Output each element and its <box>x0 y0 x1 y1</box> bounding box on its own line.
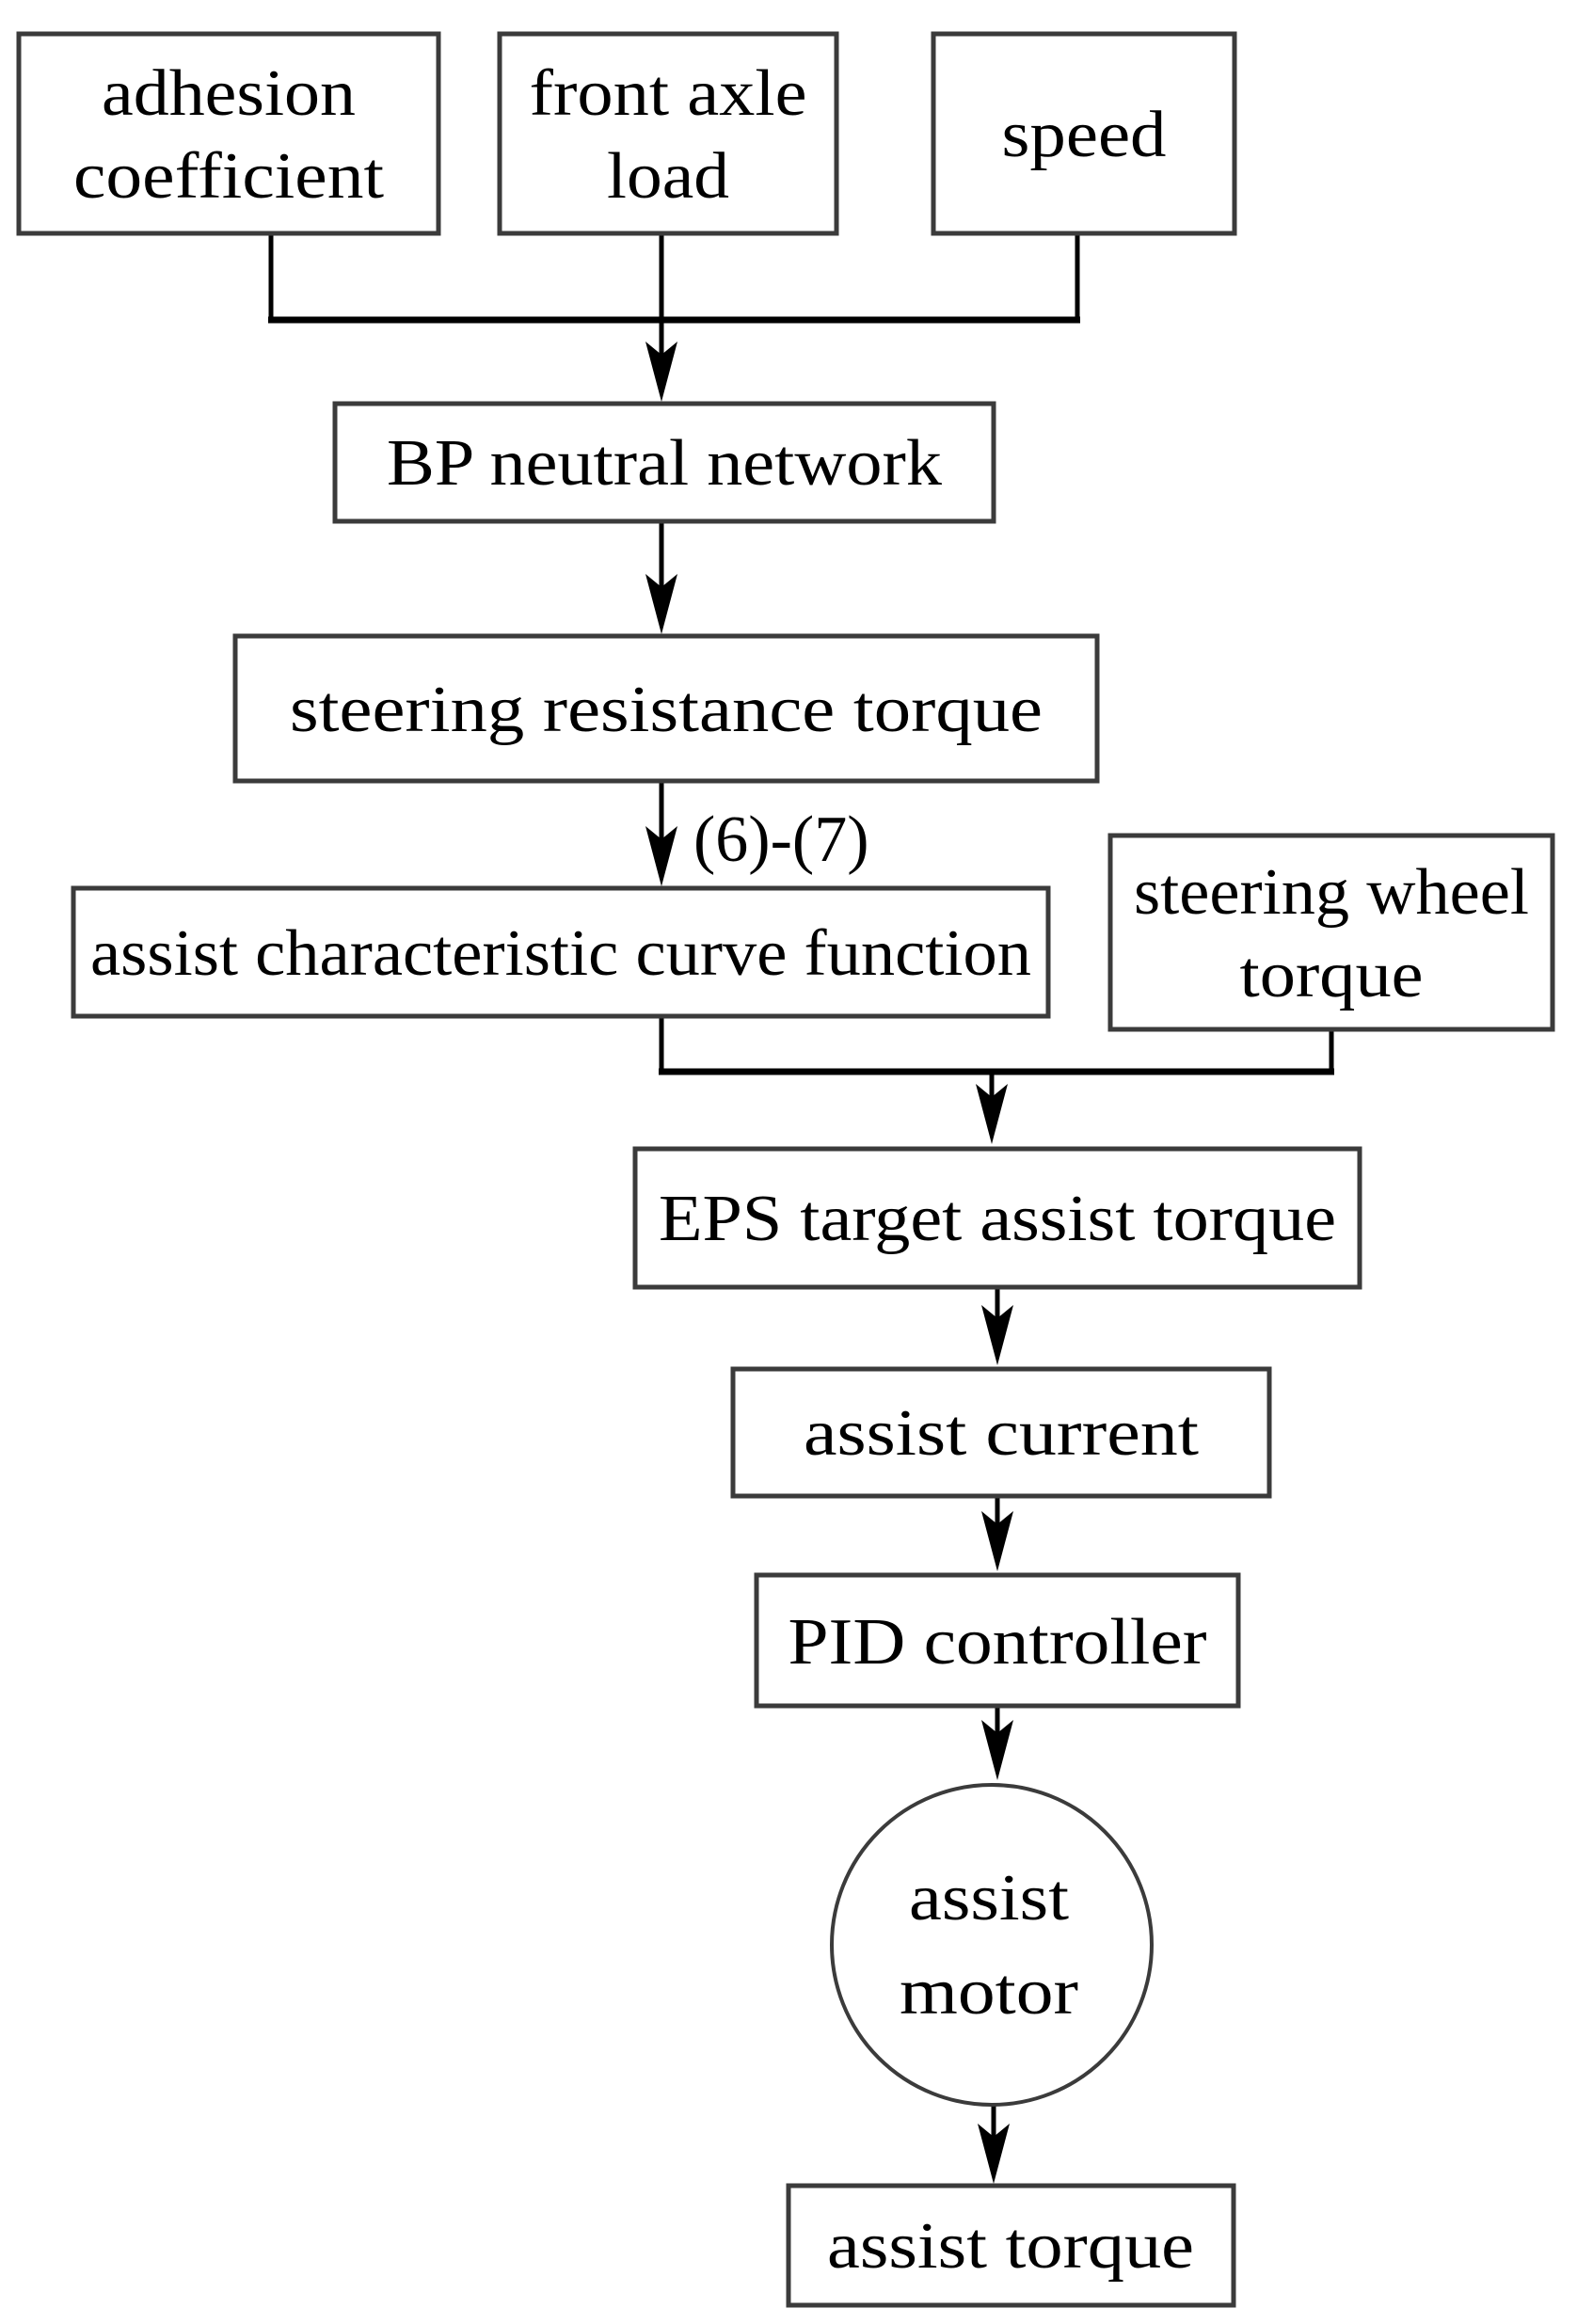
node-assist-torque: assist torque <box>786 2183 1236 2308</box>
node-assist-current-box <box>730 1366 1272 1499</box>
edge-front-axle-to-bp <box>645 233 677 402</box>
node-pid-controller: PID controller <box>754 1572 1241 1709</box>
node-steering-resistance-torque-label: steering resistance torque <box>290 674 1043 746</box>
edge-assist-motor-to-assist-torque <box>978 2105 1010 2184</box>
edge-merge-to-eps <box>976 1072 1008 1144</box>
node-assist-torque-box <box>786 2183 1236 2308</box>
node-assist-motor-circle <box>830 1783 1154 2107</box>
arrowhead-into-pid <box>981 1511 1013 1571</box>
node-assist-torque-label: assist torque <box>827 2210 1194 2283</box>
arrowhead-into-steering-resistance <box>645 574 677 634</box>
node-assist-characteristic-curve-function: assist characteristic curve function <box>71 885 1051 1019</box>
node-speed-box <box>931 31 1237 236</box>
node-bp-neutral-network: BP neutral network <box>332 401 996 524</box>
node-eps-target-assist-torque: EPS target assist torque <box>632 1146 1362 1290</box>
edge-formula-label: (6)-(7) <box>693 804 869 876</box>
node-bp-neutral-network-box <box>332 401 996 524</box>
node-steering-wheel-torque-box <box>1107 833 1555 1032</box>
node-assist-characteristic-curve-function-label: assist characteristic curve function <box>90 917 1031 990</box>
arrowhead-into-assist-motor <box>981 1720 1013 1780</box>
edge-assist-current-to-pid <box>981 1496 1013 1571</box>
node-eps-target-assist-torque-box <box>632 1146 1362 1290</box>
node-speed-label: speed <box>1002 99 1167 171</box>
node-bp-neutral-network-label: BP neutral network <box>387 427 942 500</box>
edge-bp-to-steering-resistance <box>645 523 677 634</box>
edge-eps-to-assist-current <box>981 1287 1013 1365</box>
node-assist-current: assist current <box>730 1366 1272 1499</box>
arrowhead-into-assist-curve <box>645 826 677 886</box>
arrowhead-into-bp <box>645 342 677 402</box>
node-speed: speed <box>931 31 1237 236</box>
edge-pid-to-assist-motor <box>981 1706 1013 1780</box>
arrowhead-into-assist-torque <box>978 2124 1010 2184</box>
node-pid-controller-box <box>754 1572 1241 1709</box>
edge-steering-resistance-to-assist-curve: (6)-(7) <box>645 781 869 886</box>
node-adhesion-coefficient-box <box>16 31 441 236</box>
node-assist-current-label: assist current <box>804 1397 1200 1470</box>
node-steering-resistance-torque: steering resistance torque <box>232 633 1100 784</box>
node-eps-target-assist-torque-label: EPS target assist torque <box>659 1183 1336 1255</box>
node-front-axle-load-box <box>497 31 839 236</box>
node-pid-controller-label: PID controller <box>788 1606 1207 1679</box>
node-steering-resistance-torque-box <box>232 633 1100 784</box>
node-assist-characteristic-curve-function-box <box>71 885 1051 1019</box>
arrowhead-into-assist-current <box>981 1305 1013 1365</box>
arrowhead-into-eps <box>976 1084 1008 1144</box>
